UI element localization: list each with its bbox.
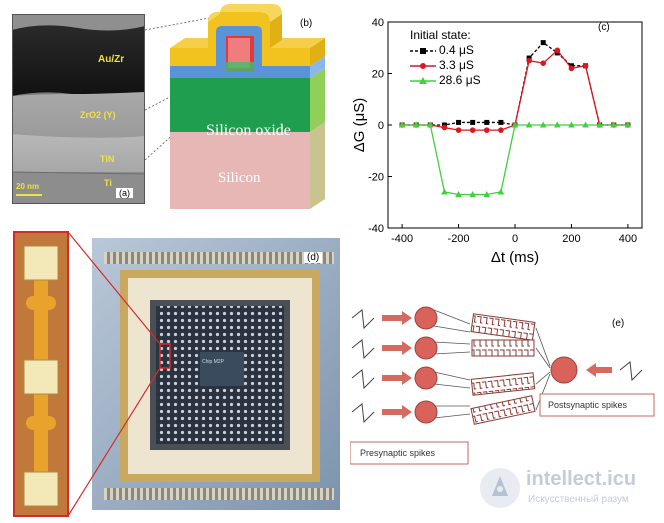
- point-s1-11: [554, 47, 561, 54]
- legend-entry-0: 0.4 μS: [410, 43, 481, 58]
- point-s2-16: [624, 121, 632, 128]
- point-s2-12: [568, 121, 575, 128]
- y-tick-label-2: 0: [378, 120, 384, 132]
- y-tick-label-4: 40: [372, 17, 384, 29]
- presynaptic-spike-icons: [351, 309, 643, 424]
- watermark-tagline: Искусственный разум: [528, 494, 629, 505]
- panel-a-label: (a): [116, 188, 133, 198]
- panel-d-chip-photo: Chip M2P (d): [4, 226, 344, 518]
- point-s1-10: [540, 60, 547, 66]
- point-s1-12: [568, 65, 575, 72]
- watermark: intellect.icu Искусственный разум: [478, 460, 664, 518]
- scale-bar: [16, 194, 42, 196]
- point-s1-7: [498, 127, 504, 133]
- x-tick-label-0: -400: [391, 233, 413, 245]
- point-s2-8: [511, 121, 519, 128]
- panel-b-device-structure: Silicon oxide Silicon (b): [170, 4, 335, 212]
- legend-label-2: 28.6 μS: [439, 73, 481, 87]
- chart-legend: Initial state: 0.4 μS 3.3 μS 28.6 μS: [410, 28, 481, 88]
- point-s0-7: [498, 119, 504, 125]
- point-s2-11: [554, 121, 561, 128]
- layer-label-zro2: ZrO2 (Y): [80, 110, 116, 120]
- scale-bar-label: 20 nm: [16, 182, 40, 191]
- legend-entry-1: 3.3 μS: [410, 58, 481, 73]
- point-s1-13: [582, 62, 589, 69]
- layer-label-au-zr: Au/Zr: [98, 54, 125, 65]
- point-s2-7: [497, 188, 505, 195]
- y-axis-label: ΔG (μS): [351, 98, 368, 153]
- neuron-icons: [414, 306, 578, 424]
- x-tick-label-1: -200: [448, 233, 470, 245]
- watermark-logo-icon: [480, 468, 520, 508]
- panel-c-label: (c): [598, 22, 610, 33]
- y-tick-label-0: -40: [368, 223, 384, 235]
- point-s2-0: [398, 121, 406, 128]
- panel-d-label: (d): [304, 252, 323, 263]
- point-s0-6: [484, 119, 490, 125]
- legend-label-0: 0.4 μS: [439, 43, 474, 57]
- point-s2-9: [525, 121, 533, 128]
- point-s2-10: [539, 121, 547, 128]
- point-s1-9: [526, 57, 532, 64]
- point-s1-6: [483, 127, 490, 133]
- panel-a-tem-image: Au/Zr ZrO2 (Y) TiN Ti 20 nm (a): [11, 14, 146, 204]
- tem-cross-section: [11, 14, 146, 204]
- synapse-network: [349, 306, 655, 465]
- series-line-0: [402, 41, 628, 126]
- legend-swatch-red-circle: [410, 62, 436, 69]
- layer-label-silicon-oxide: Silicon oxide: [206, 122, 291, 139]
- point-s2-15: [610, 121, 618, 128]
- point-s0-10: [540, 40, 546, 46]
- x-tick-label-3: 200: [562, 233, 580, 245]
- point-s1-3: [441, 124, 448, 131]
- input-arrows: [382, 311, 612, 419]
- y-tick-label-1: -20: [368, 172, 384, 184]
- legend-title: Initial state:: [410, 28, 471, 42]
- point-s2-1: [412, 121, 420, 128]
- point-s2-5: [469, 191, 476, 198]
- point-s2-14: [596, 121, 603, 128]
- chip-photograph: [13, 231, 340, 517]
- panel-e-label: (e): [612, 318, 625, 329]
- point-s0-5: [470, 119, 476, 125]
- layer-label-silicon: Silicon: [218, 170, 261, 186]
- presynaptic-label: Presynaptic spikes: [360, 448, 436, 458]
- watermark-name: intellect.icu: [526, 468, 637, 490]
- legend-entry-2: 28.6 μS: [410, 73, 481, 88]
- layer-label-tin: TiN: [100, 154, 115, 164]
- legend-swatch-black-square: [410, 47, 436, 54]
- chip-text: Chip M2P: [202, 359, 224, 365]
- legend-swatch-green-triangle: [410, 76, 436, 84]
- layer-label-ti: Ti: [104, 178, 112, 188]
- series-line-2: [402, 124, 628, 196]
- panel-e-network-diagram: Presynaptic spikes Postsynaptic spikes (…: [349, 288, 660, 470]
- point-s2-3: [441, 188, 448, 195]
- legend-label-1: 3.3 μS: [439, 58, 474, 72]
- point-s2-13: [582, 121, 589, 128]
- point-s2-4: [455, 191, 462, 198]
- point-s1-5: [469, 127, 476, 133]
- device-3d-diagram: [170, 4, 325, 209]
- x-tick-label-4: 400: [619, 233, 637, 245]
- memristor-icons: [470, 313, 536, 425]
- x-tick-label-2: 0: [512, 233, 518, 245]
- point-s2-2: [427, 121, 434, 128]
- point-s2-6: [483, 191, 491, 198]
- postsynaptic-label: Postsynaptic spikes: [548, 400, 628, 410]
- panel-b-label: (b): [300, 18, 313, 29]
- y-tick-label-3: 20: [372, 69, 384, 81]
- point-s1-4: [455, 127, 462, 133]
- point-s0-4: [456, 119, 462, 125]
- x-axis-label: Δt (ms): [491, 249, 539, 266]
